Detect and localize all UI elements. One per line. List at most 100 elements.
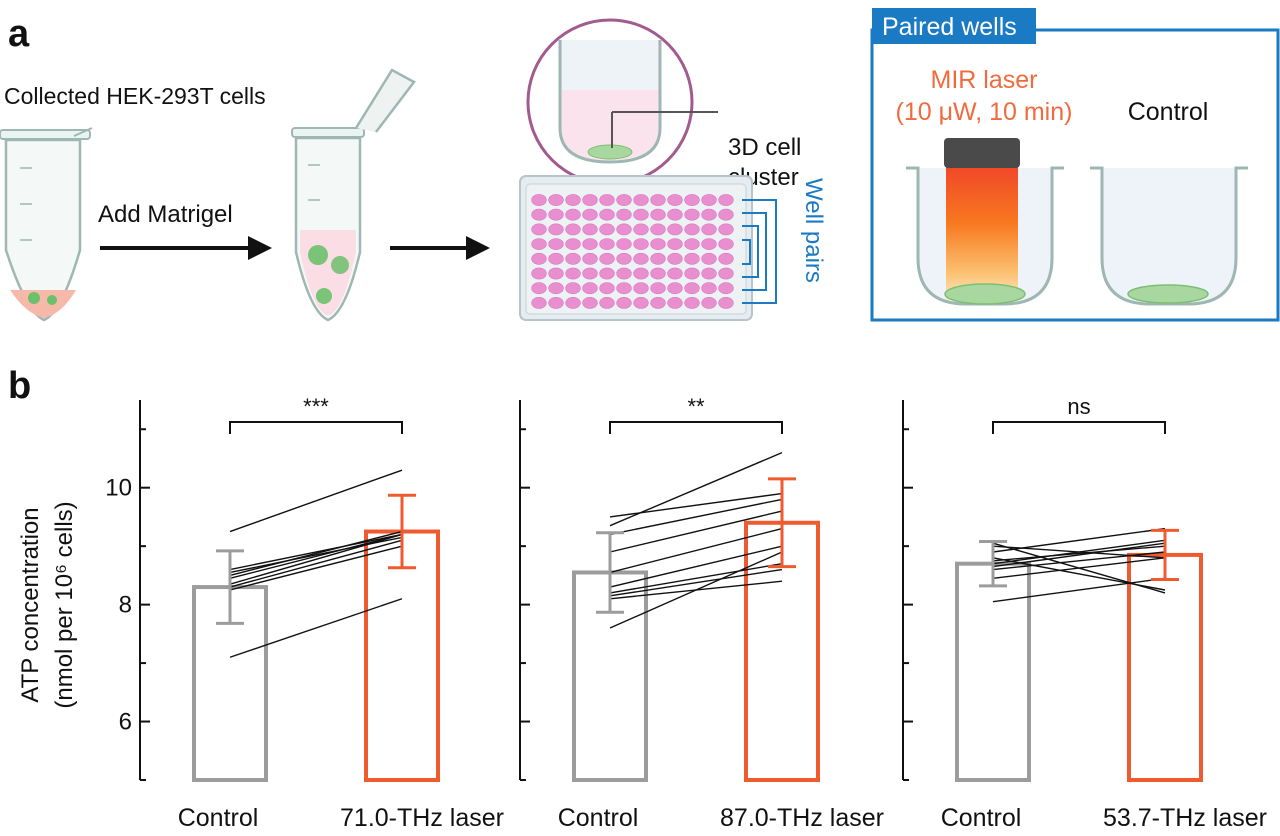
paired-line: [229, 536, 403, 574]
plate-well: [599, 267, 615, 280]
paired-line: [609, 451, 783, 527]
plate-well: [684, 296, 700, 309]
plate-well: [531, 194, 547, 206]
plate-well: [650, 296, 666, 309]
paired-line: [609, 492, 783, 518]
paired-line: [609, 563, 783, 594]
tube-1-icon: [0, 127, 93, 322]
plate-well: [650, 238, 666, 250]
significance-bracket: [992, 421, 1166, 434]
significance-label: ns: [1067, 394, 1090, 419]
bar: [1127, 552, 1203, 783]
plate-well: [667, 194, 683, 206]
plate-well: [582, 296, 598, 309]
plate-well: [565, 194, 581, 206]
plate-well: [718, 238, 734, 250]
plate-well: [616, 252, 632, 265]
plate-well: [548, 194, 564, 206]
plate-well: [701, 194, 717, 206]
plate-well: [701, 252, 717, 265]
laser-label-line-1: MIR laser: [931, 66, 1038, 94]
plate-well: [565, 252, 581, 265]
plate-well: [599, 194, 615, 206]
control-well-icon: [1090, 166, 1248, 306]
x-tick-label: Control: [178, 804, 259, 832]
plate-well: [582, 282, 598, 295]
paired-wells-title: Paired wells: [882, 13, 1017, 41]
plate-well: [531, 223, 547, 236]
y-tick-label: 8: [119, 592, 132, 619]
x-tick-label: 53.7-THz laser: [1103, 804, 1267, 832]
laser-label-line-2: (10 μW, 10 min): [896, 98, 1073, 126]
plate-well: [548, 223, 564, 236]
plate-well: [633, 282, 649, 295]
plate-well: [582, 194, 598, 206]
plate-well: [701, 238, 717, 250]
plate-well: [548, 238, 564, 250]
plate-well: [565, 267, 581, 280]
plate-well: [599, 252, 615, 265]
plate-well: [718, 296, 734, 309]
plate-well: [667, 238, 683, 250]
paired-line: [229, 533, 403, 571]
plate-well: [616, 208, 632, 221]
x-tick-label: Control: [558, 804, 639, 832]
significance-bracket: [229, 421, 403, 434]
paired-line: [609, 498, 783, 536]
plate-well: [667, 282, 683, 295]
x-tick-label: 71.0-THz laser: [340, 804, 504, 832]
plate-well: [650, 223, 666, 236]
laser-well-icon: [906, 138, 1064, 306]
paired-line: [229, 530, 403, 577]
plate-well: [616, 238, 632, 250]
plate-well: [701, 282, 717, 295]
plate-well: [582, 223, 598, 236]
paired-line: [992, 542, 1166, 594]
x-tick-label: Control: [941, 804, 1022, 832]
plate-well: [548, 208, 564, 221]
control-well-label: Control: [1128, 98, 1209, 126]
paired-line: [229, 545, 403, 591]
paired-line: [229, 598, 403, 658]
paired-line: [992, 577, 1166, 603]
paired-line: [609, 568, 783, 597]
plate-well: [718, 194, 734, 206]
tube-2-icon: [291, 68, 416, 322]
plate-well: [582, 252, 598, 265]
plate-well: [565, 296, 581, 309]
bar: [955, 561, 1031, 783]
plate-well: [582, 267, 598, 280]
plate-well: [633, 194, 649, 206]
plate-well: [599, 208, 615, 221]
panel-b-label: b: [8, 365, 31, 407]
plate-well: [548, 267, 564, 280]
plate-well: [548, 252, 564, 265]
cells-label: Collected HEK-293T cells: [4, 83, 266, 109]
plate-well: [701, 267, 717, 280]
plate-well: [565, 208, 581, 221]
paired-line: [229, 533, 403, 579]
well-pairs-brackets: [742, 199, 777, 304]
plate-well: [616, 194, 632, 206]
plate-well: [667, 223, 683, 236]
plate-well: [718, 267, 734, 280]
plate-well: [684, 208, 700, 221]
plate-well: [701, 208, 717, 221]
plate-well: [565, 223, 581, 236]
paired-line: [992, 545, 1166, 562]
plate-well: [531, 208, 547, 221]
paired-line: [992, 539, 1166, 565]
plate-well: [633, 238, 649, 250]
add-matrigel-label: Add Matrigel: [98, 201, 233, 228]
paired-line: [229, 539, 403, 588]
well-plate-icon: [519, 175, 753, 321]
plate-well: [616, 267, 632, 280]
plate-well: [667, 296, 683, 309]
x-tick-label: 87.0-THz laser: [720, 804, 884, 832]
paired-line: [992, 551, 1166, 571]
paired-line: [609, 510, 783, 553]
y-axis-label-line-1: ATP concentration: [17, 507, 44, 702]
significance-label: ***: [303, 394, 329, 419]
plate-well: [650, 194, 666, 206]
